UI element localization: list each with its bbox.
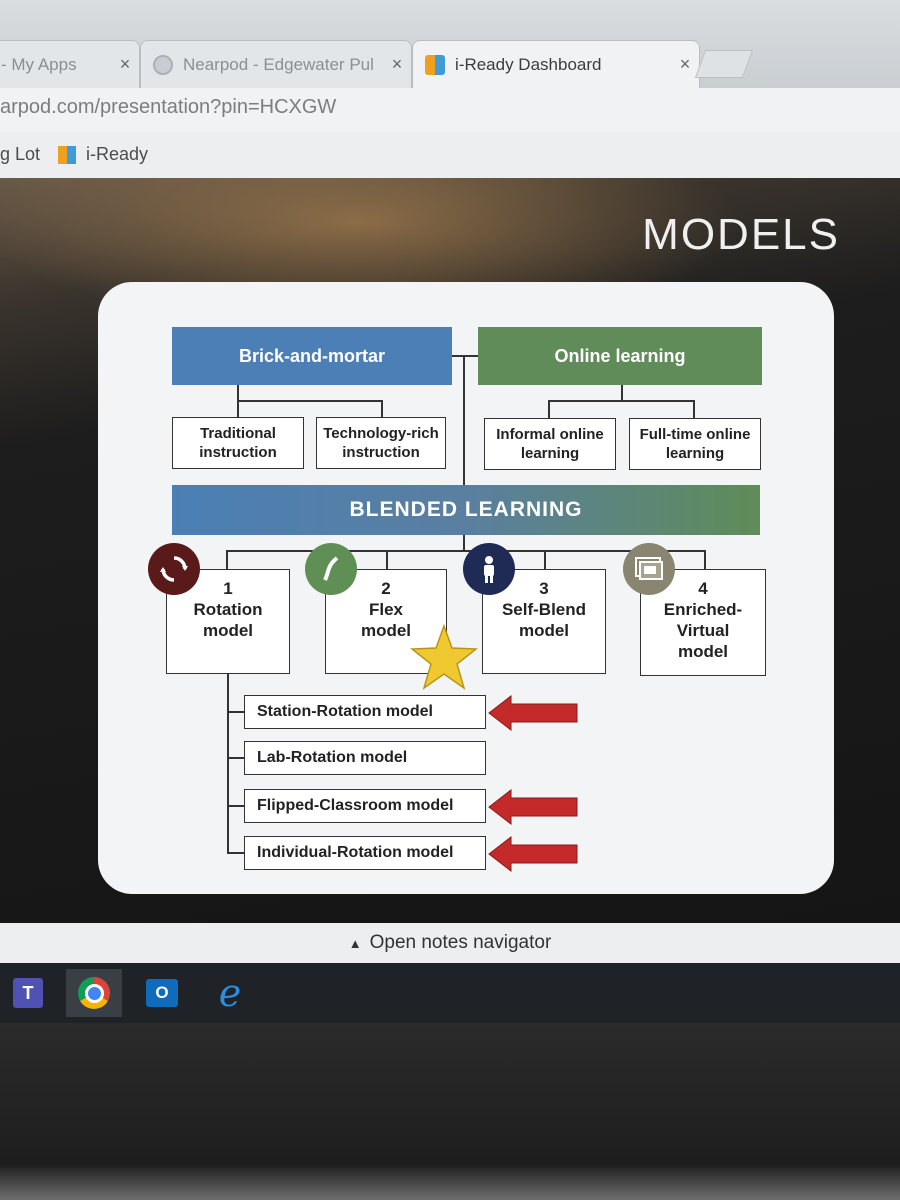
full-time-online-box: Full-time online learning [629, 418, 761, 470]
online-learning-box: Online learning [478, 327, 762, 385]
slide-title: MODELS [642, 210, 840, 259]
monitor-bezel [0, 1023, 900, 1200]
screens-icon [623, 543, 675, 595]
connector-line [227, 711, 245, 713]
connector-line [621, 385, 623, 401]
bookmark-item[interactable]: g Lot [0, 144, 40, 165]
model-name: Self-Blend model [501, 600, 587, 640]
connector-line [237, 385, 239, 401]
ie-icon[interactable]: e [218, 971, 242, 1015]
tab-label: - My Apps [1, 54, 77, 74]
triangle-up-icon: ▲ [348, 935, 362, 951]
tab-label: Nearpod - Edgewater Pul [183, 54, 374, 74]
model-number: 2 [381, 579, 391, 598]
connector-line [386, 550, 388, 570]
tab-my-apps[interactable]: - My Apps × [0, 40, 140, 88]
chrome-icon[interactable] [66, 969, 122, 1017]
connector-line [237, 400, 239, 417]
red-arrow-icon [488, 694, 578, 732]
iready-favicon-icon [425, 54, 445, 75]
model-number: 4 [698, 579, 708, 598]
informal-online-box: Informal online learning [484, 418, 616, 470]
flipped-classroom-box: Flipped-Classroom model [244, 789, 486, 823]
address-bar[interactable] [0, 88, 900, 132]
connector-line [452, 355, 478, 357]
bookmark-label: g Lot [0, 144, 41, 164]
bookmarks-bar: g Lot i-Ready [0, 132, 900, 179]
open-notes-navigator-button[interactable]: ▲ Open notes navigator [0, 923, 900, 963]
connector-line [463, 535, 465, 551]
red-arrow-icon [488, 788, 578, 826]
model-number: 3 [539, 579, 549, 598]
brick-and-mortar-box: Brick-and-mortar [172, 327, 452, 385]
model-name: Enriched-Virtual model [663, 600, 743, 661]
connector-line [227, 805, 245, 807]
connector-line [381, 400, 383, 417]
connector-line [548, 400, 695, 402]
notes-label: Open notes navigator [369, 932, 552, 953]
tab-label: i-Ready Dashboard [455, 54, 602, 74]
model-name: Rotation model [193, 600, 263, 640]
red-arrow-icon [488, 835, 578, 873]
star-icon [410, 624, 478, 690]
bookmark-label: i-Ready [86, 144, 149, 164]
connector-line [227, 757, 245, 759]
bookmark-iready[interactable]: i-Ready [58, 144, 148, 165]
connector-line [227, 852, 245, 854]
url-text[interactable]: arpod.com/presentation?pin=HCXGW [0, 96, 337, 118]
connector-line [544, 550, 546, 570]
rotation-icon [148, 543, 200, 595]
close-icon[interactable]: × [679, 54, 691, 74]
technology-rich-box: Technology-rich instruction [316, 417, 446, 469]
outlook-icon[interactable]: O [134, 969, 190, 1017]
model-number: 1 [223, 579, 233, 598]
connector-line [227, 673, 229, 853]
individual-rotation-box: Individual-Rotation model [244, 836, 486, 870]
close-icon[interactable]: × [391, 54, 403, 74]
teams-icon[interactable]: T [0, 969, 56, 1017]
connector-line [226, 550, 228, 570]
nearpod-favicon-icon [153, 54, 173, 75]
connector-line [693, 400, 695, 418]
close-icon[interactable]: × [119, 54, 131, 74]
person-icon [463, 543, 515, 595]
traditional-instruction-box: Traditional instruction [172, 417, 304, 469]
iready-icon [58, 145, 76, 164]
connector-line [704, 550, 706, 570]
new-tab-button[interactable] [694, 50, 754, 78]
connector-line [237, 400, 382, 402]
connector-line [226, 550, 706, 552]
lab-rotation-box: Lab-Rotation model [244, 741, 486, 775]
connector-line [463, 355, 465, 485]
model-name: Flex model [360, 600, 412, 640]
tab-nearpod[interactable]: Nearpod - Edgewater Pul × [140, 40, 412, 88]
flex-icon [305, 543, 357, 595]
connector-line [548, 400, 550, 418]
tab-iready-dashboard[interactable]: i-Ready Dashboard × [412, 40, 700, 88]
station-rotation-box: Station-Rotation model [244, 695, 486, 729]
blended-learning-box: BLENDED LEARNING [172, 485, 760, 535]
